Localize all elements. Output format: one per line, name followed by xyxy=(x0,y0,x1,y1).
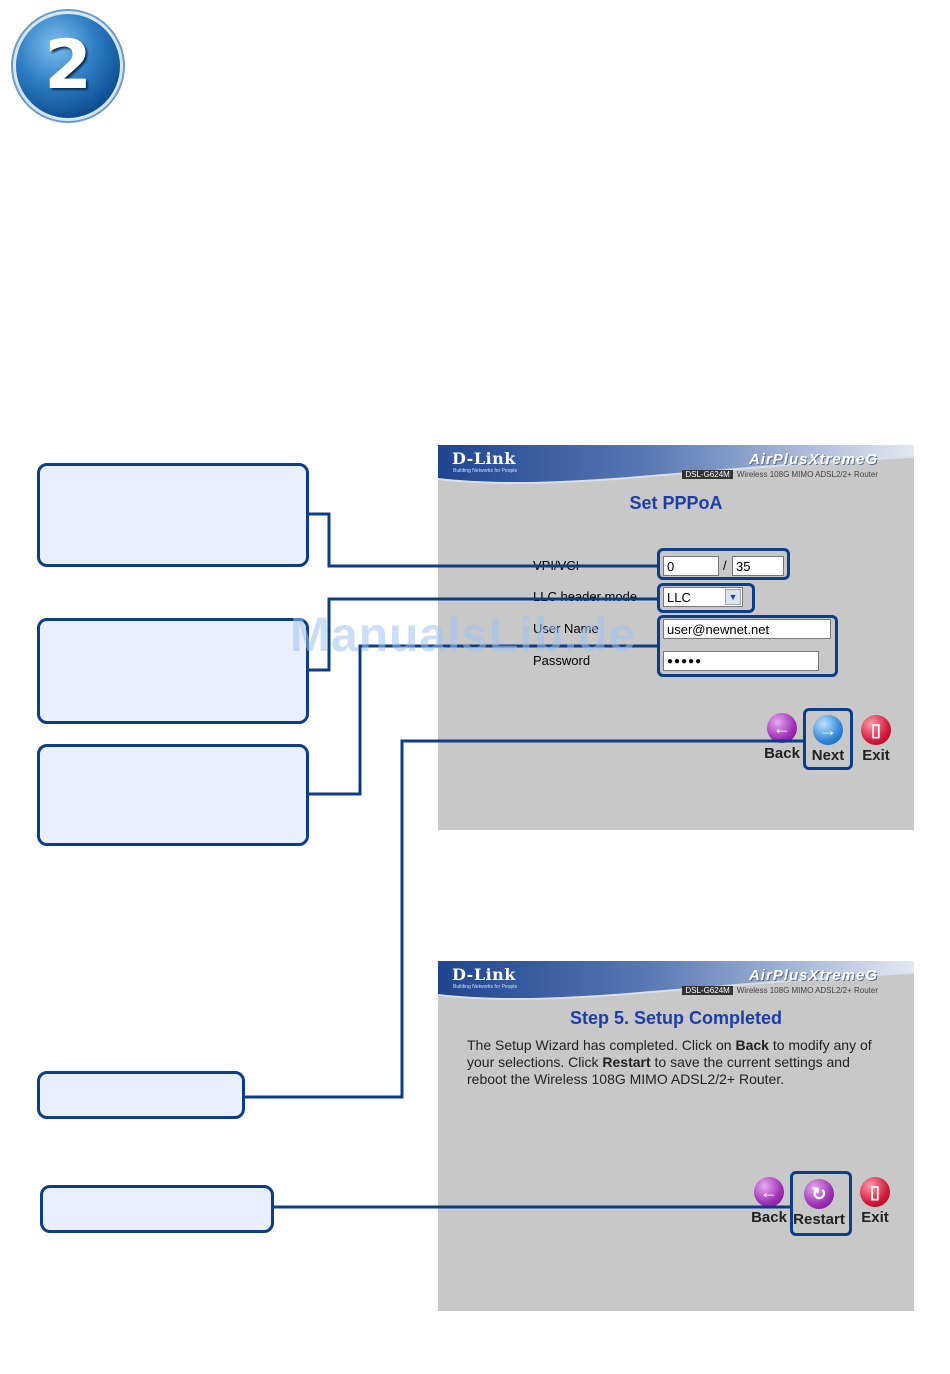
dlink-tagline-2: Building Networks for People xyxy=(453,984,518,990)
vci-input[interactable]: 35 xyxy=(732,556,784,576)
callout-restart xyxy=(40,1185,274,1233)
exit-door-icon-2: ▯ xyxy=(860,1177,890,1207)
desc-line-1: The Setup Wizard has completed. Click on… xyxy=(467,1037,872,1053)
model-code: DSL-G624M xyxy=(682,470,733,479)
password-label: Password xyxy=(533,653,591,668)
watermark: ManualsLib.de xyxy=(290,609,637,662)
back-button[interactable]: ← Back xyxy=(753,713,811,762)
callout-next xyxy=(37,1071,245,1119)
exit-button[interactable]: ▯ Exit xyxy=(847,715,905,764)
back-arrow-icon-2: ← xyxy=(754,1177,784,1207)
model-desc-2: Wireless 108G MIMO ADSL2/2+ Router xyxy=(736,986,878,995)
highlight-next xyxy=(803,708,853,770)
exit-door-icon: ▯ xyxy=(861,715,891,745)
chevron-down-icon[interactable]: ▼ xyxy=(725,589,741,605)
product-logo: AirPlusXtremeG xyxy=(748,451,878,468)
restart-button[interactable]: ↻ Restart xyxy=(790,1179,848,1228)
vpi-input[interactable]: 0 xyxy=(663,556,719,576)
dlink-logo: D-Link xyxy=(452,449,516,468)
llc-selected-value: LLC xyxy=(667,590,691,605)
exit-button-2[interactable]: ▯ Exit xyxy=(846,1177,904,1226)
vci-separator: / xyxy=(723,558,727,573)
page-title: Set PPPoA xyxy=(629,493,723,513)
next-label: Next xyxy=(811,747,845,764)
exit-label: Exit xyxy=(862,747,890,764)
callout-vpi-vci xyxy=(37,463,309,567)
back-label-2: Back xyxy=(751,1209,787,1226)
banner-2: D-Link Building Networks for People AirP… xyxy=(438,961,914,1013)
username-input[interactable]: user@newnet.net xyxy=(663,619,831,639)
restart-label: Restart xyxy=(793,1211,845,1228)
highlight-llc xyxy=(657,583,755,613)
back-arrow-icon: ← xyxy=(767,713,797,743)
exit-label-2: Exit xyxy=(861,1209,889,1226)
restart-icon: ↻ xyxy=(804,1179,834,1209)
model-desc: Wireless 108G MIMO ADSL2/2+ Router xyxy=(736,470,878,479)
pppoa-screen: D-Link Building Networks for People AirP… xyxy=(438,445,914,830)
callout-llc-header xyxy=(37,618,309,724)
password-input[interactable]: ●●●●● xyxy=(663,651,819,671)
desc-line-2: your selections. Click Restart to save t… xyxy=(467,1054,850,1070)
desc-line-3: reboot the Wireless 108G MIMO ADSL2/2+ R… xyxy=(467,1071,785,1087)
highlight-credentials xyxy=(657,615,838,677)
model-code-2: DSL-G624M xyxy=(682,986,733,995)
callout-username-password xyxy=(37,744,309,846)
highlight-vpi-vci xyxy=(657,548,790,580)
llc-header-select[interactable]: LLC ▼ xyxy=(663,587,743,607)
setup-complete-screen: D-Link Building Networks for People AirP… xyxy=(438,961,914,1311)
dlink-logo-2: D-Link xyxy=(452,965,516,984)
back-button-2[interactable]: ← Back xyxy=(740,1177,798,1226)
banner: D-Link Building Networks for People AirP… xyxy=(438,445,914,497)
dlink-tagline: Building Networks for People xyxy=(453,468,518,474)
next-arrow-icon: → xyxy=(813,715,843,745)
complete-title: Step 5. Setup Completed xyxy=(569,1008,783,1028)
step-number-badge: 2 xyxy=(16,14,120,118)
next-button[interactable]: → Next xyxy=(799,715,857,764)
username-label: User Name xyxy=(533,621,599,636)
complete-description: The Setup Wizard has completed. Click on… xyxy=(467,1037,897,1088)
product-logo-2: AirPlusXtremeG xyxy=(748,967,878,984)
back-label: Back xyxy=(764,745,800,762)
highlight-restart xyxy=(790,1171,852,1236)
